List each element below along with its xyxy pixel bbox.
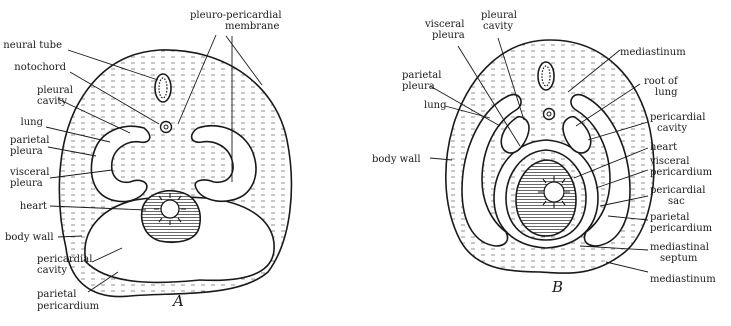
notochord-b bbox=[544, 109, 555, 120]
label-parietal-pleura-b-2: pleura bbox=[402, 81, 435, 92]
label-body-wall-a: body wall bbox=[5, 232, 54, 243]
label-mediastinal-septum-b-1: mediastinal bbox=[650, 242, 709, 253]
label-visceral-pericardium-b-2: pericardium bbox=[650, 167, 713, 178]
label-pleural-cavity-b-2: cavity bbox=[483, 21, 513, 32]
label-neural-tube-a: neural tube bbox=[3, 40, 62, 51]
label-parietal-pericardium-b-1: parietal bbox=[650, 212, 689, 223]
heart-lumen-a bbox=[161, 200, 179, 218]
label-pericardial-sac-b-2: sac bbox=[668, 196, 685, 207]
label-visceral-pleura-a-2: pleura bbox=[10, 178, 43, 189]
label-pericardial-cavity-a-1: pericardial bbox=[37, 254, 92, 265]
notochord-a bbox=[161, 122, 172, 133]
label-pleural-cavity-a-1: pleural bbox=[37, 85, 73, 96]
label-visceral-pericardium-b-1: visceral bbox=[649, 156, 689, 167]
label-visceral-pleura-b-1: visceral bbox=[424, 19, 464, 30]
label-pleuro-pericardial-a-1: pleuro-pericardial bbox=[190, 10, 282, 21]
label-lung-a: lung bbox=[21, 117, 44, 128]
label-parietal-pleura-a-2: pleura bbox=[10, 146, 43, 157]
label-heart-b: heart bbox=[650, 142, 677, 153]
label-pericardial-cavity-b-1: pericardial bbox=[650, 112, 705, 123]
label-mediastinum-bottom-b: mediastinum bbox=[650, 274, 716, 285]
panel-b bbox=[446, 40, 654, 273]
label-root-of-lung-b-1: root of bbox=[644, 76, 679, 87]
label-parietal-pleura-a-1: parietal bbox=[10, 135, 49, 146]
label-mediastinal-septum-b-2: septum bbox=[660, 253, 698, 264]
label-pleuro-pericardial-a-2: membrane bbox=[225, 21, 279, 32]
label-parietal-pericardium-a-2: pericardium bbox=[37, 301, 100, 312]
label-pericardial-sac-b-1: pericardial bbox=[650, 185, 705, 196]
caption-b: B bbox=[551, 278, 563, 296]
label-parietal-pericardium-a-1: parietal bbox=[37, 289, 76, 300]
label-heart-a: heart bbox=[20, 201, 47, 212]
label-pleural-cavity-b-1: pleural bbox=[481, 10, 517, 21]
label-notochord-a: notochord bbox=[14, 62, 66, 73]
label-visceral-pleura-b-2: pleura bbox=[432, 30, 465, 41]
label-body-wall-b: body wall bbox=[372, 154, 421, 165]
label-parietal-pleura-b-1: parietal bbox=[402, 70, 441, 81]
label-mediastinum-top-b: mediastinum bbox=[620, 47, 686, 58]
label-lung-b: lung bbox=[424, 100, 447, 111]
label-visceral-pleura-a-1: visceral bbox=[9, 167, 49, 178]
heart-lumen-b bbox=[544, 182, 564, 202]
label-pleural-cavity-a-2: cavity bbox=[37, 96, 67, 107]
panel-a bbox=[59, 50, 291, 297]
label-pericardial-cavity-a-2: cavity bbox=[37, 265, 67, 276]
label-pericardial-cavity-b-2: cavity bbox=[657, 123, 687, 134]
caption-a: A bbox=[171, 292, 184, 310]
label-root-of-lung-b-2: lung bbox=[655, 87, 678, 98]
label-parietal-pericardium-b-2: pericardium bbox=[650, 223, 713, 234]
